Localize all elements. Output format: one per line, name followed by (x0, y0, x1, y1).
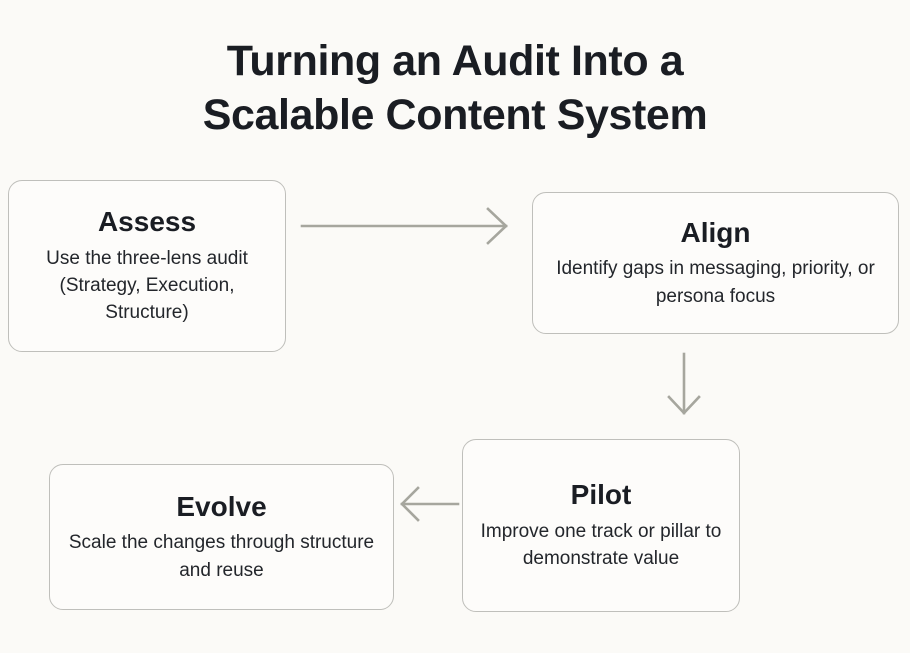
step-node-assess[interactable]: Assess Use the three-lens audit (Strateg… (8, 180, 286, 352)
step-description-align: Identify gaps in messaging, priority, or… (556, 258, 875, 307)
step-description-evolve: Scale the changes through structure and … (68, 532, 375, 581)
step-node-evolve[interactable]: Evolve Scale the changes through structu… (49, 464, 394, 610)
step-title-align: Align (680, 216, 751, 248)
step-description-pilot: Improve one track or pillar to demonstra… (480, 520, 722, 570)
arrow-right-icon-assess-to-align (300, 206, 520, 246)
arrow-left-icon-pilot-to-evolve (398, 484, 460, 524)
step-description-assess: Use the three-lens audit (Strategy, Exec… (46, 247, 248, 324)
page-title: Turning an Audit Into a Scalable Content… (202, 37, 708, 140)
step-title-assess: Assess (97, 206, 197, 238)
step-title-pilot: Pilot (570, 479, 632, 511)
step-title-evolve: Evolve (176, 490, 267, 522)
step-node-align[interactable]: Align Identify gaps in messaging, priori… (532, 192, 899, 334)
step-node-pilot[interactable]: Pilot Improve one track or pillar to dem… (462, 439, 740, 612)
arrow-down-icon-align-to-pilot (656, 352, 712, 420)
